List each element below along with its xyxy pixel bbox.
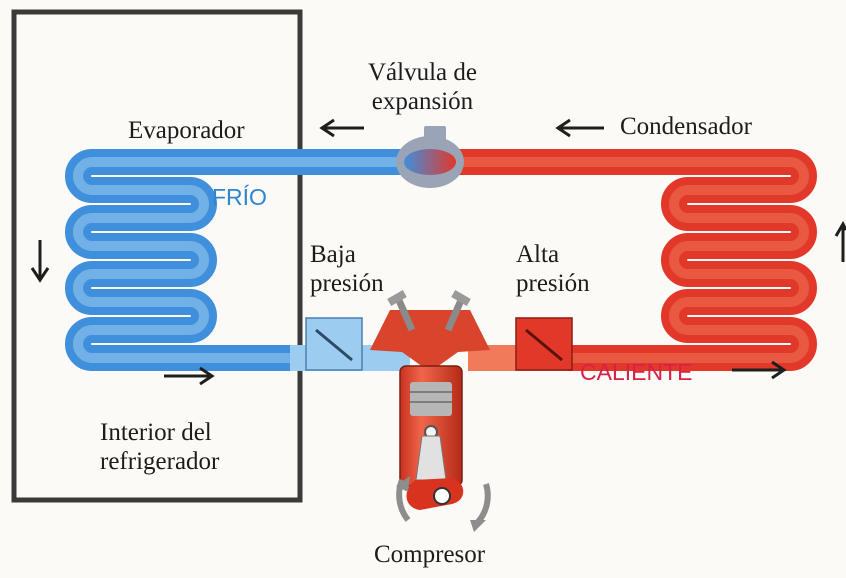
refrigerator-frame [11, 9, 303, 503]
arrow-right-interior-icon [164, 366, 215, 386]
fridge-interior-label: Interior del refrigerador [100, 418, 219, 476]
fridge-interior-label-line2: refrigerador [100, 448, 220, 475]
low-pressure-label: Baja presión [310, 240, 384, 298]
arrow-left-condenser-icon [555, 118, 604, 138]
evaporator-label: Evaporador [128, 117, 245, 144]
high-pressure-label: Alta presión [516, 240, 590, 298]
fridge-interior-label-line1: Interior del [100, 419, 212, 446]
hot-label: CALIENTE [580, 359, 693, 385]
arrow-right-hot-icon [732, 360, 787, 380]
arrow-down-evaporator-icon [30, 240, 50, 283]
low-pressure-valve [305, 317, 363, 371]
expansion-valve-label: Válvula de expansión [368, 58, 477, 116]
compressor [370, 290, 491, 532]
flow-arrows [30, 118, 846, 386]
condenser-label: Condensador [620, 113, 752, 140]
expansion-valve [396, 126, 464, 188]
low-pressure-label-line1: Baja [310, 241, 356, 268]
arrow-up-condenser-icon [834, 220, 846, 262]
low-pressure-label-line2: presión [310, 270, 384, 297]
high-pressure-valve [515, 317, 573, 371]
expansion-valve-label-line2: expansión [371, 88, 474, 115]
cold-label: FRÍO [212, 184, 267, 210]
high-pressure-label-line2: presión [516, 270, 590, 297]
expansion-valve-label-line1: Válvula de [368, 59, 477, 86]
compressor-label: Compresor [374, 541, 486, 568]
arrow-left-evaporator-icon [319, 118, 364, 138]
high-pressure-label-line1: Alta [516, 241, 560, 268]
